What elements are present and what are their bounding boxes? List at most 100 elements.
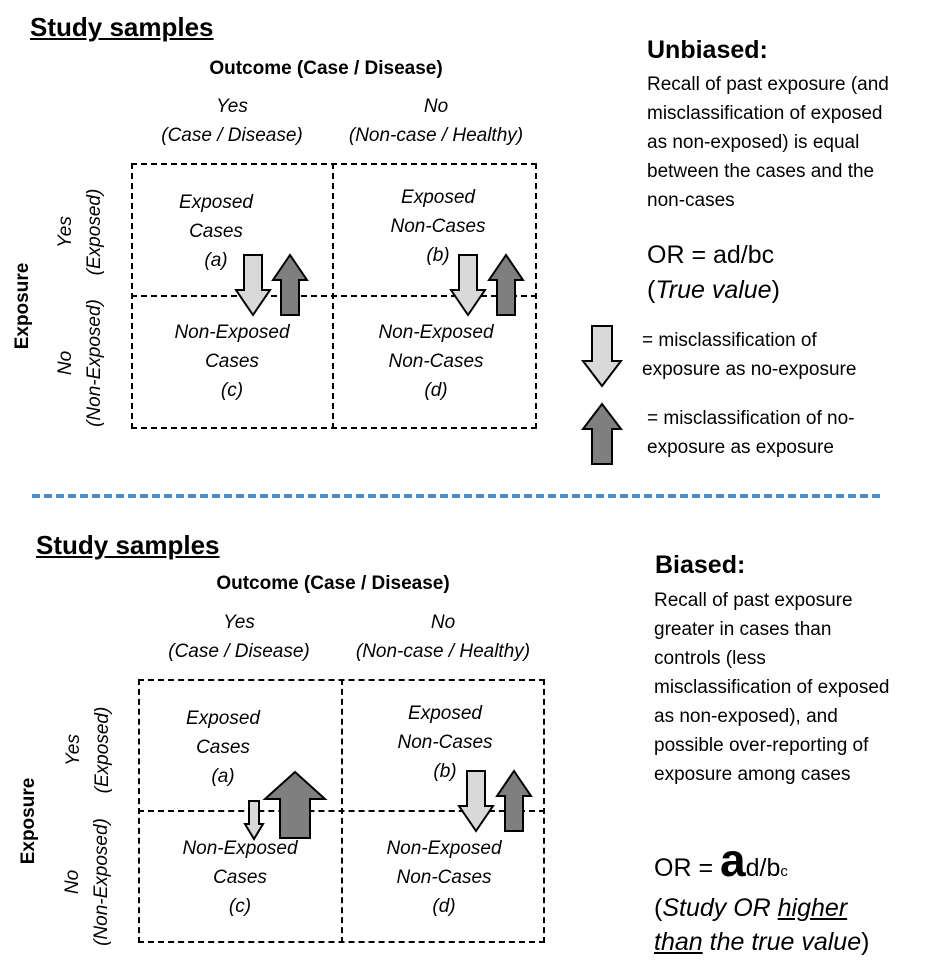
bottom-outcome-title: Outcome (Case / Disease) <box>216 573 450 594</box>
bottom-or-note-than: than <box>654 928 703 956</box>
top-cell-a-line2: Cases <box>189 221 243 242</box>
top-cell-d: Non-Exposed Non-Cases (d) <box>366 318 506 405</box>
top-side-text-line: as non-exposed) is equal <box>647 132 860 153</box>
bottom-col-no-sublabel: (Non-case / Healthy) <box>355 641 531 662</box>
bottom-side-text-line: Recall of past exposure <box>654 590 853 611</box>
top-table-row-divider <box>131 295 537 297</box>
top-row-no-label: No <box>55 350 76 376</box>
top-cell-c-line2: Cases <box>205 351 259 372</box>
bottom-cell-a-line3: (a) <box>211 766 235 787</box>
bottom-row-no-header: No (Non-Exposed) <box>58 812 116 952</box>
bottom-side-text: Recall of past exposure greater in cases… <box>654 586 944 789</box>
top-cell-b-line2: Non-Cases <box>390 216 486 237</box>
top-col-yes-label: Yes <box>216 96 248 117</box>
top-col-yes-header: Yes (Case / Disease) <box>131 92 333 150</box>
top-cell-a: Exposed Cases (a) <box>161 188 271 275</box>
bottom-cell-c-line3: (c) <box>228 896 252 917</box>
top-col-yes-sublabel: (Case / Disease) <box>161 125 303 146</box>
legend-down-line: = misclassification of <box>642 330 817 351</box>
top-or-note-text: True value <box>655 276 772 304</box>
bottom-row-yes-sublabel: (Exposed) <box>92 706 113 794</box>
bottom-cell-d-line1: Non-Exposed <box>386 838 502 859</box>
arrow-down-icon <box>234 254 272 317</box>
legend-down-line: exposure as no-exposure <box>642 359 857 380</box>
top-heading: Study samples <box>30 12 214 42</box>
bottom-col-no-header: No (Non-case / Healthy) <box>333 608 553 666</box>
bottom-row-no-sublabel: (Non-Exposed) <box>91 818 112 946</box>
top-row-yes-header: Yes (Exposed) <box>51 172 109 292</box>
arrow-up-icon <box>271 253 309 316</box>
arrow-down-small-icon <box>243 800 265 841</box>
top-cell-c-line3: (c) <box>220 380 244 401</box>
top-side-text-line: non-cases <box>647 190 735 211</box>
bottom-side-title: Biased: <box>655 551 746 579</box>
bottom-cell-a: Exposed Cases (a) <box>168 704 278 791</box>
bottom-row-yes-label: Yes <box>63 734 84 766</box>
bottom-or-note-part1: Study OR <box>662 894 778 922</box>
legend-up-line: exposure as exposure <box>647 437 834 458</box>
top-or-formula: OR = ad/bc <box>647 241 775 269</box>
top-col-no-header: No (Non-case / Healthy) <box>326 92 546 150</box>
top-side-title: Unbiased: <box>647 36 768 64</box>
legend-up-text: = misclassification of no- exposure as e… <box>647 404 927 462</box>
bottom-col-yes-header: Yes (Case / Disease) <box>138 608 340 666</box>
bottom-cell-b-line1: Exposed <box>408 703 482 724</box>
top-outcome-title: Outcome (Case / Disease) <box>209 58 443 79</box>
arrow-up-icon <box>487 253 525 316</box>
bottom-cell-a-line1: Exposed <box>186 708 260 729</box>
bottom-or-mid: d/b <box>745 854 781 882</box>
bottom-side-text-line: controls (less <box>654 648 766 669</box>
section-divider <box>32 494 880 498</box>
bottom-col-no-label: No <box>430 612 456 633</box>
top-cell-a-line1: Exposed <box>179 192 253 213</box>
arrow-down-icon <box>449 254 487 317</box>
bottom-cell-d-line2: Non-Cases <box>396 867 492 888</box>
bottom-cell-d-line3: (d) <box>432 896 456 917</box>
arrow-up-icon <box>495 769 533 832</box>
top-cell-d-line1: Non-Exposed <box>378 322 494 343</box>
bottom-cell-b-line2: Non-Cases <box>397 732 493 753</box>
top-side-text-line: Recall of past exposure (and <box>647 74 889 95</box>
bottom-cell-d: Non-Exposed Non-Cases (d) <box>374 834 514 921</box>
top-cell-b-line3: (b) <box>426 245 450 266</box>
bottom-side-text-line: as non-exposed), and <box>654 706 838 727</box>
bottom-side-text-line: exposure among cases <box>654 764 851 785</box>
top-cell-c: Non-Exposed Cases (c) <box>162 318 302 405</box>
top-cell-b: Exposed Non-Cases (b) <box>373 183 503 270</box>
bottom-row-yes-header: Yes (Exposed) <box>59 690 117 810</box>
bottom-cell-a-line2: Cases <box>196 737 250 758</box>
bottom-col-yes-sublabel: (Case / Disease) <box>168 641 310 662</box>
bottom-cell-c-line2: Cases <box>213 867 267 888</box>
bottom-cell-b: Exposed Non-Cases (b) <box>380 699 510 786</box>
bottom-side-text-line: possible over-reporting of <box>654 735 869 756</box>
bottom-or-big-a: a <box>720 834 746 886</box>
bottom-heading: Study samples <box>36 530 220 560</box>
bottom-or-note-part2: the true value <box>702 928 862 956</box>
top-cell-b-line1: Exposed <box>401 187 475 208</box>
top-cell-a-line3: (a) <box>204 250 228 271</box>
bottom-or-prefix: OR = <box>654 854 720 882</box>
bottom-row-no-label: No <box>62 869 83 895</box>
top-row-yes-sublabel: (Exposed) <box>84 188 105 276</box>
top-or-note: (True value) <box>647 276 780 304</box>
legend-arrow-up-icon <box>580 402 624 465</box>
top-side-text: Recall of past exposure (and misclassifi… <box>647 70 937 215</box>
bottom-or-note-higher: higher <box>777 894 848 922</box>
bottom-cell-c: Non-Exposed Cases (c) <box>170 834 310 921</box>
top-exposure-label: Exposure <box>12 262 33 350</box>
legend-arrow-down-icon <box>580 325 624 388</box>
top-cell-d-line2: Non-Cases <box>388 351 484 372</box>
top-cell-d-line3: (d) <box>424 380 448 401</box>
bottom-cell-c-line1: Non-Exposed <box>182 838 298 859</box>
bottom-side-text-line: misclassification of exposed <box>654 677 890 698</box>
arrow-down-icon <box>457 770 495 833</box>
arrow-up-large-icon <box>262 770 328 839</box>
top-row-yes-label: Yes <box>55 216 76 248</box>
bottom-exposure-label: Exposure <box>18 777 39 865</box>
legend-down-text: = misclassification of exposure as no-ex… <box>642 326 922 384</box>
bottom-or-sub-c: c <box>780 863 788 880</box>
top-row-no-header: No (Non-Exposed) <box>51 293 109 433</box>
bottom-or-formula: OR = ad/bc <box>654 835 788 897</box>
bottom-col-yes-label: Yes <box>223 612 255 633</box>
